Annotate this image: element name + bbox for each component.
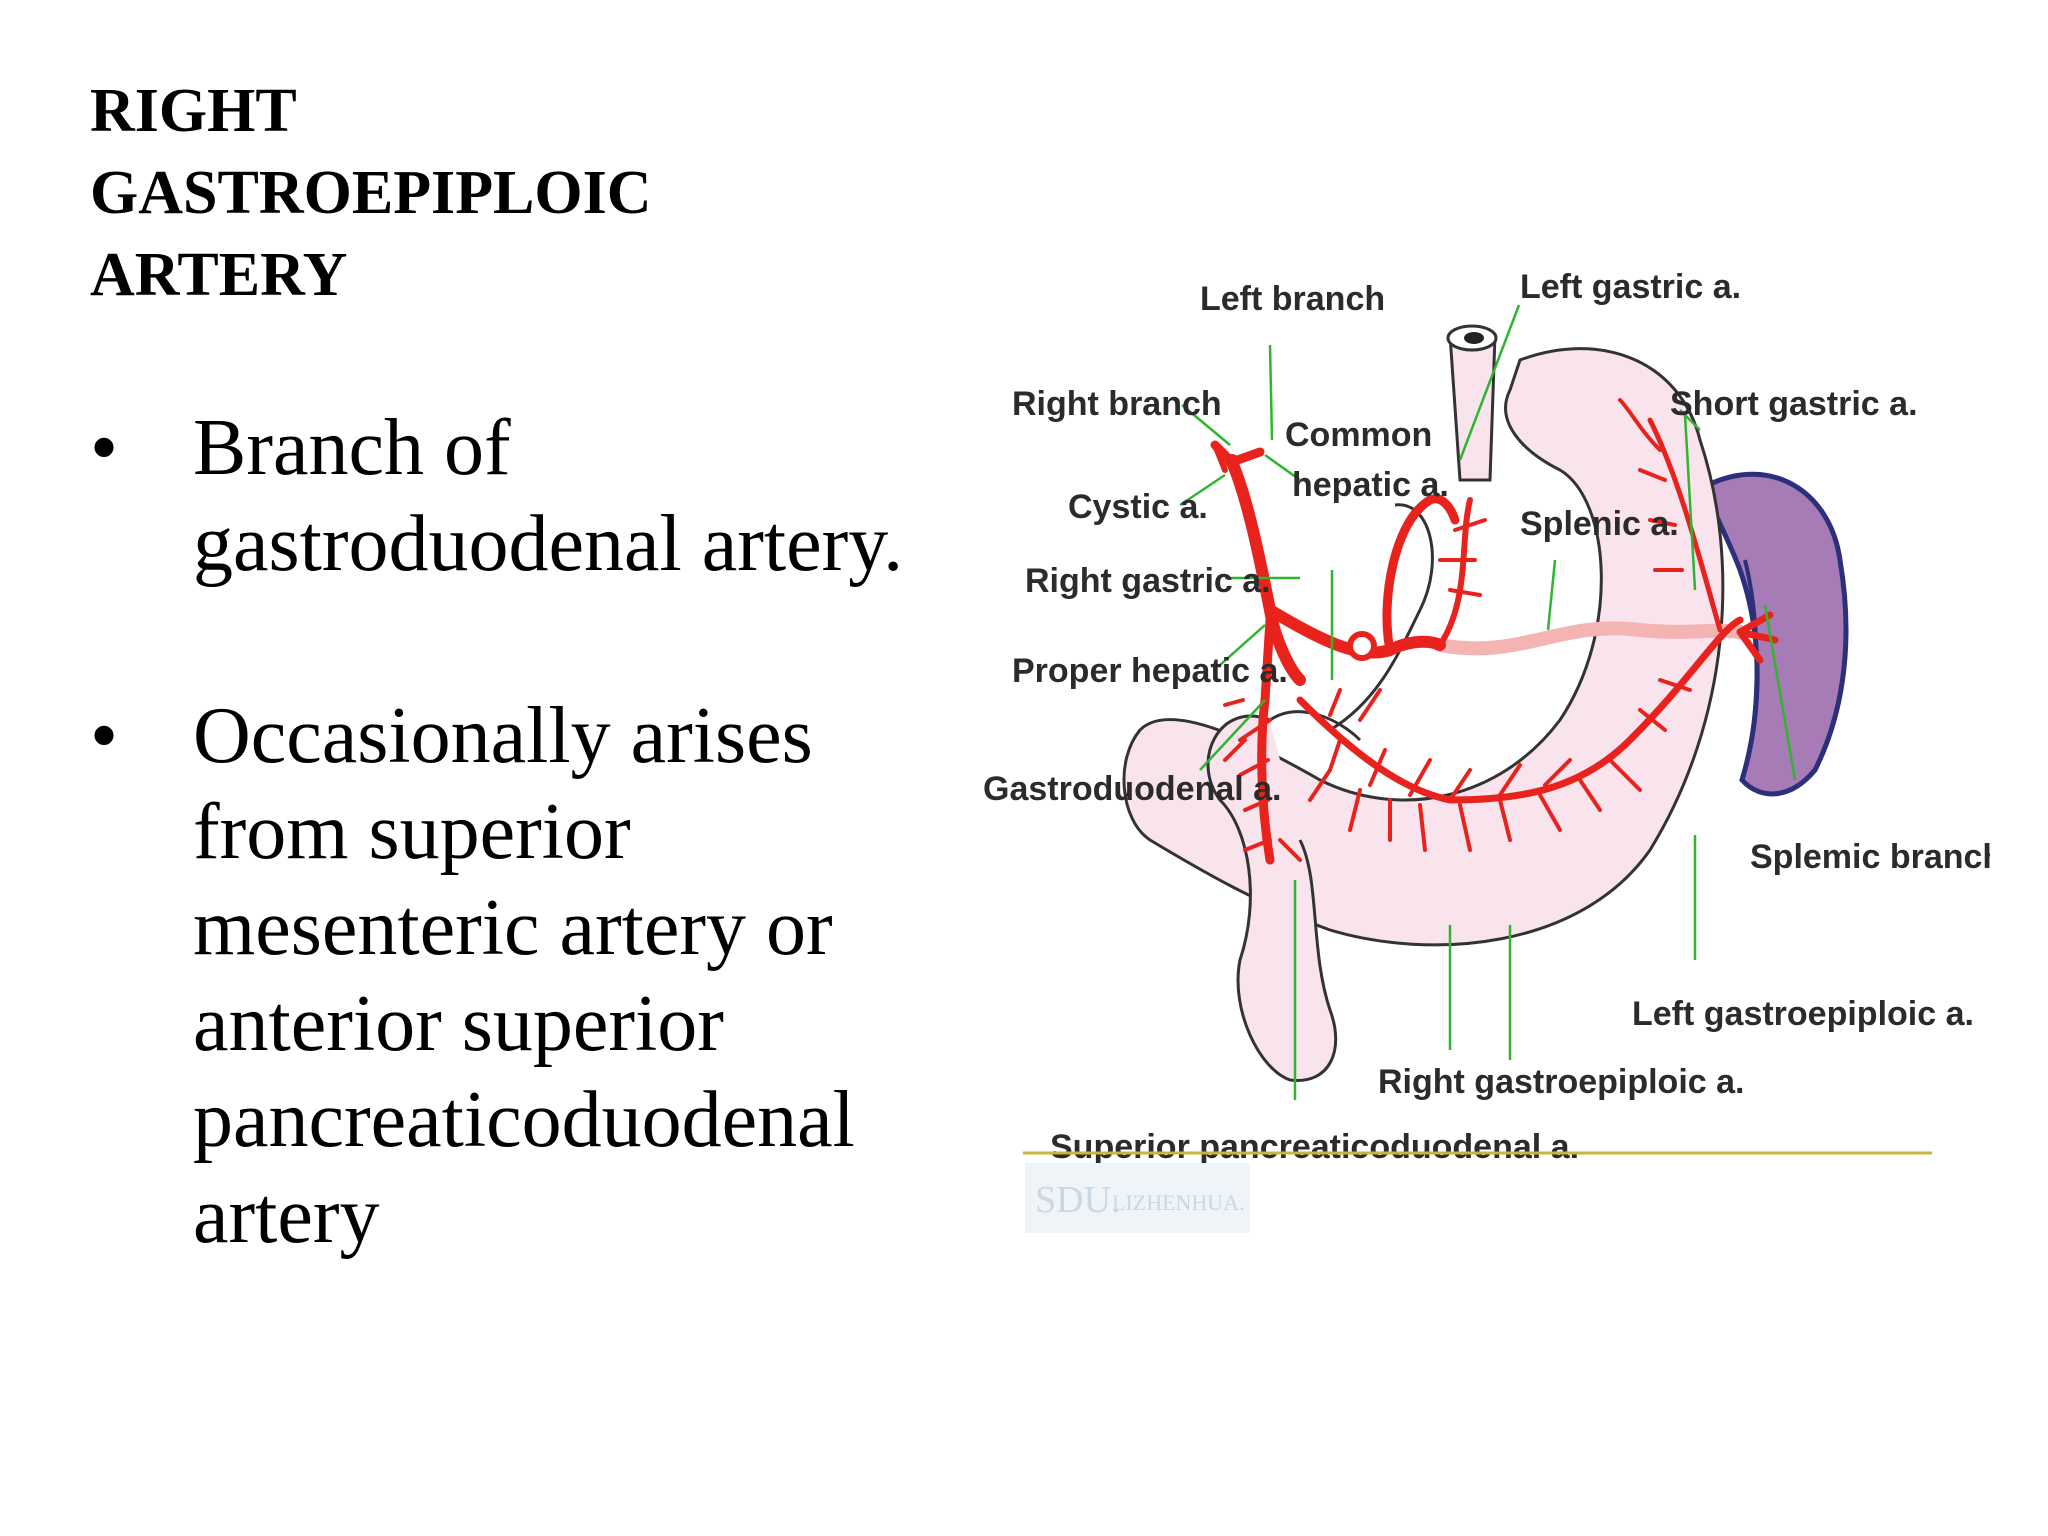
splenic-artery — [1433, 621, 1747, 656]
slide-title: RIGHT GASTROEPIPLOIC ARTERY — [90, 70, 890, 316]
celiac-outline — [1329, 503, 1434, 732]
label-common-hepatic-2: hepatic a. — [1292, 466, 1449, 504]
label-proper-hepatic: Proper hepatic a. — [1012, 652, 1288, 690]
bullet-item: • Occasionally arises from superior mese… — [90, 688, 970, 1264]
bullet-line: Branch of — [193, 404, 511, 492]
title-line: RIGHT — [90, 77, 297, 145]
bullet-dot: • — [90, 404, 119, 492]
bullet-line: pancreaticoduodenal — [193, 1076, 855, 1164]
label-gastroduodenal: Gastroduodenal a. — [983, 770, 1282, 808]
label-right-gastroepiploic: Right gastroepiploic a. — [1378, 1063, 1744, 1101]
label-cystic: Cystic a. — [1068, 488, 1208, 526]
bullet-line: gastroduodenal artery. — [193, 500, 904, 588]
bullet-line: from superior — [193, 788, 631, 876]
celiac-node — [1347, 631, 1377, 661]
watermark-main: SDU. — [1035, 1179, 1121, 1221]
duodenum-shape — [1206, 714, 1338, 1082]
bullet-line: anterior superior — [193, 980, 724, 1068]
spleen-shape — [1705, 471, 1849, 797]
watermark-box — [1025, 1163, 1250, 1233]
label-superior-pancreaticoduodenal: Superior pancreaticoduodenal a. — [1050, 1128, 1579, 1166]
leader-lines — [1179, 304, 1797, 1100]
esophagus-lumen — [1464, 332, 1484, 344]
title-line: ARTERY — [90, 241, 348, 309]
label-right-gastric: Right gastric a. — [1025, 562, 1271, 600]
liver-node — [1225, 454, 1239, 468]
bullet-item: • Branch of gastroduodenal artery. — [90, 400, 970, 592]
label-right-branch: Right branch — [1012, 385, 1222, 423]
anatomy-diagram: Left branch Left gastric a. Right branch… — [983, 268, 1990, 1233]
bullet-line: Occasionally arises — [193, 692, 813, 780]
label-left-branch: Left branch — [1200, 280, 1385, 318]
title-line: GASTROEPIPLOIC — [90, 159, 652, 227]
bullet-dot: • — [90, 692, 119, 780]
label-left-gastric: Left gastric a. — [1520, 268, 1741, 306]
label-left-gastroepiploic: Left gastroepiploic a. — [1632, 995, 1974, 1033]
arterial-branches — [1223, 468, 1692, 862]
esophagus-shape — [1448, 333, 1497, 482]
arteries — [1210, 398, 1779, 865]
label-short-gastric: Short gastric a. — [1670, 385, 1918, 423]
bullet-list: • Branch of gastroduodenal artery. • Occ… — [90, 400, 970, 1264]
bullet-line: mesenteric artery or — [193, 884, 833, 972]
watermark-sub: LIZHENHUA. — [1112, 1190, 1245, 1215]
label-common-hepatic-1: Common — [1285, 416, 1432, 454]
bullet-line: artery — [193, 1172, 380, 1260]
label-splenic-branches: Splemic branches — [1750, 838, 1990, 876]
label-splenic: Splenic a. — [1520, 505, 1679, 543]
